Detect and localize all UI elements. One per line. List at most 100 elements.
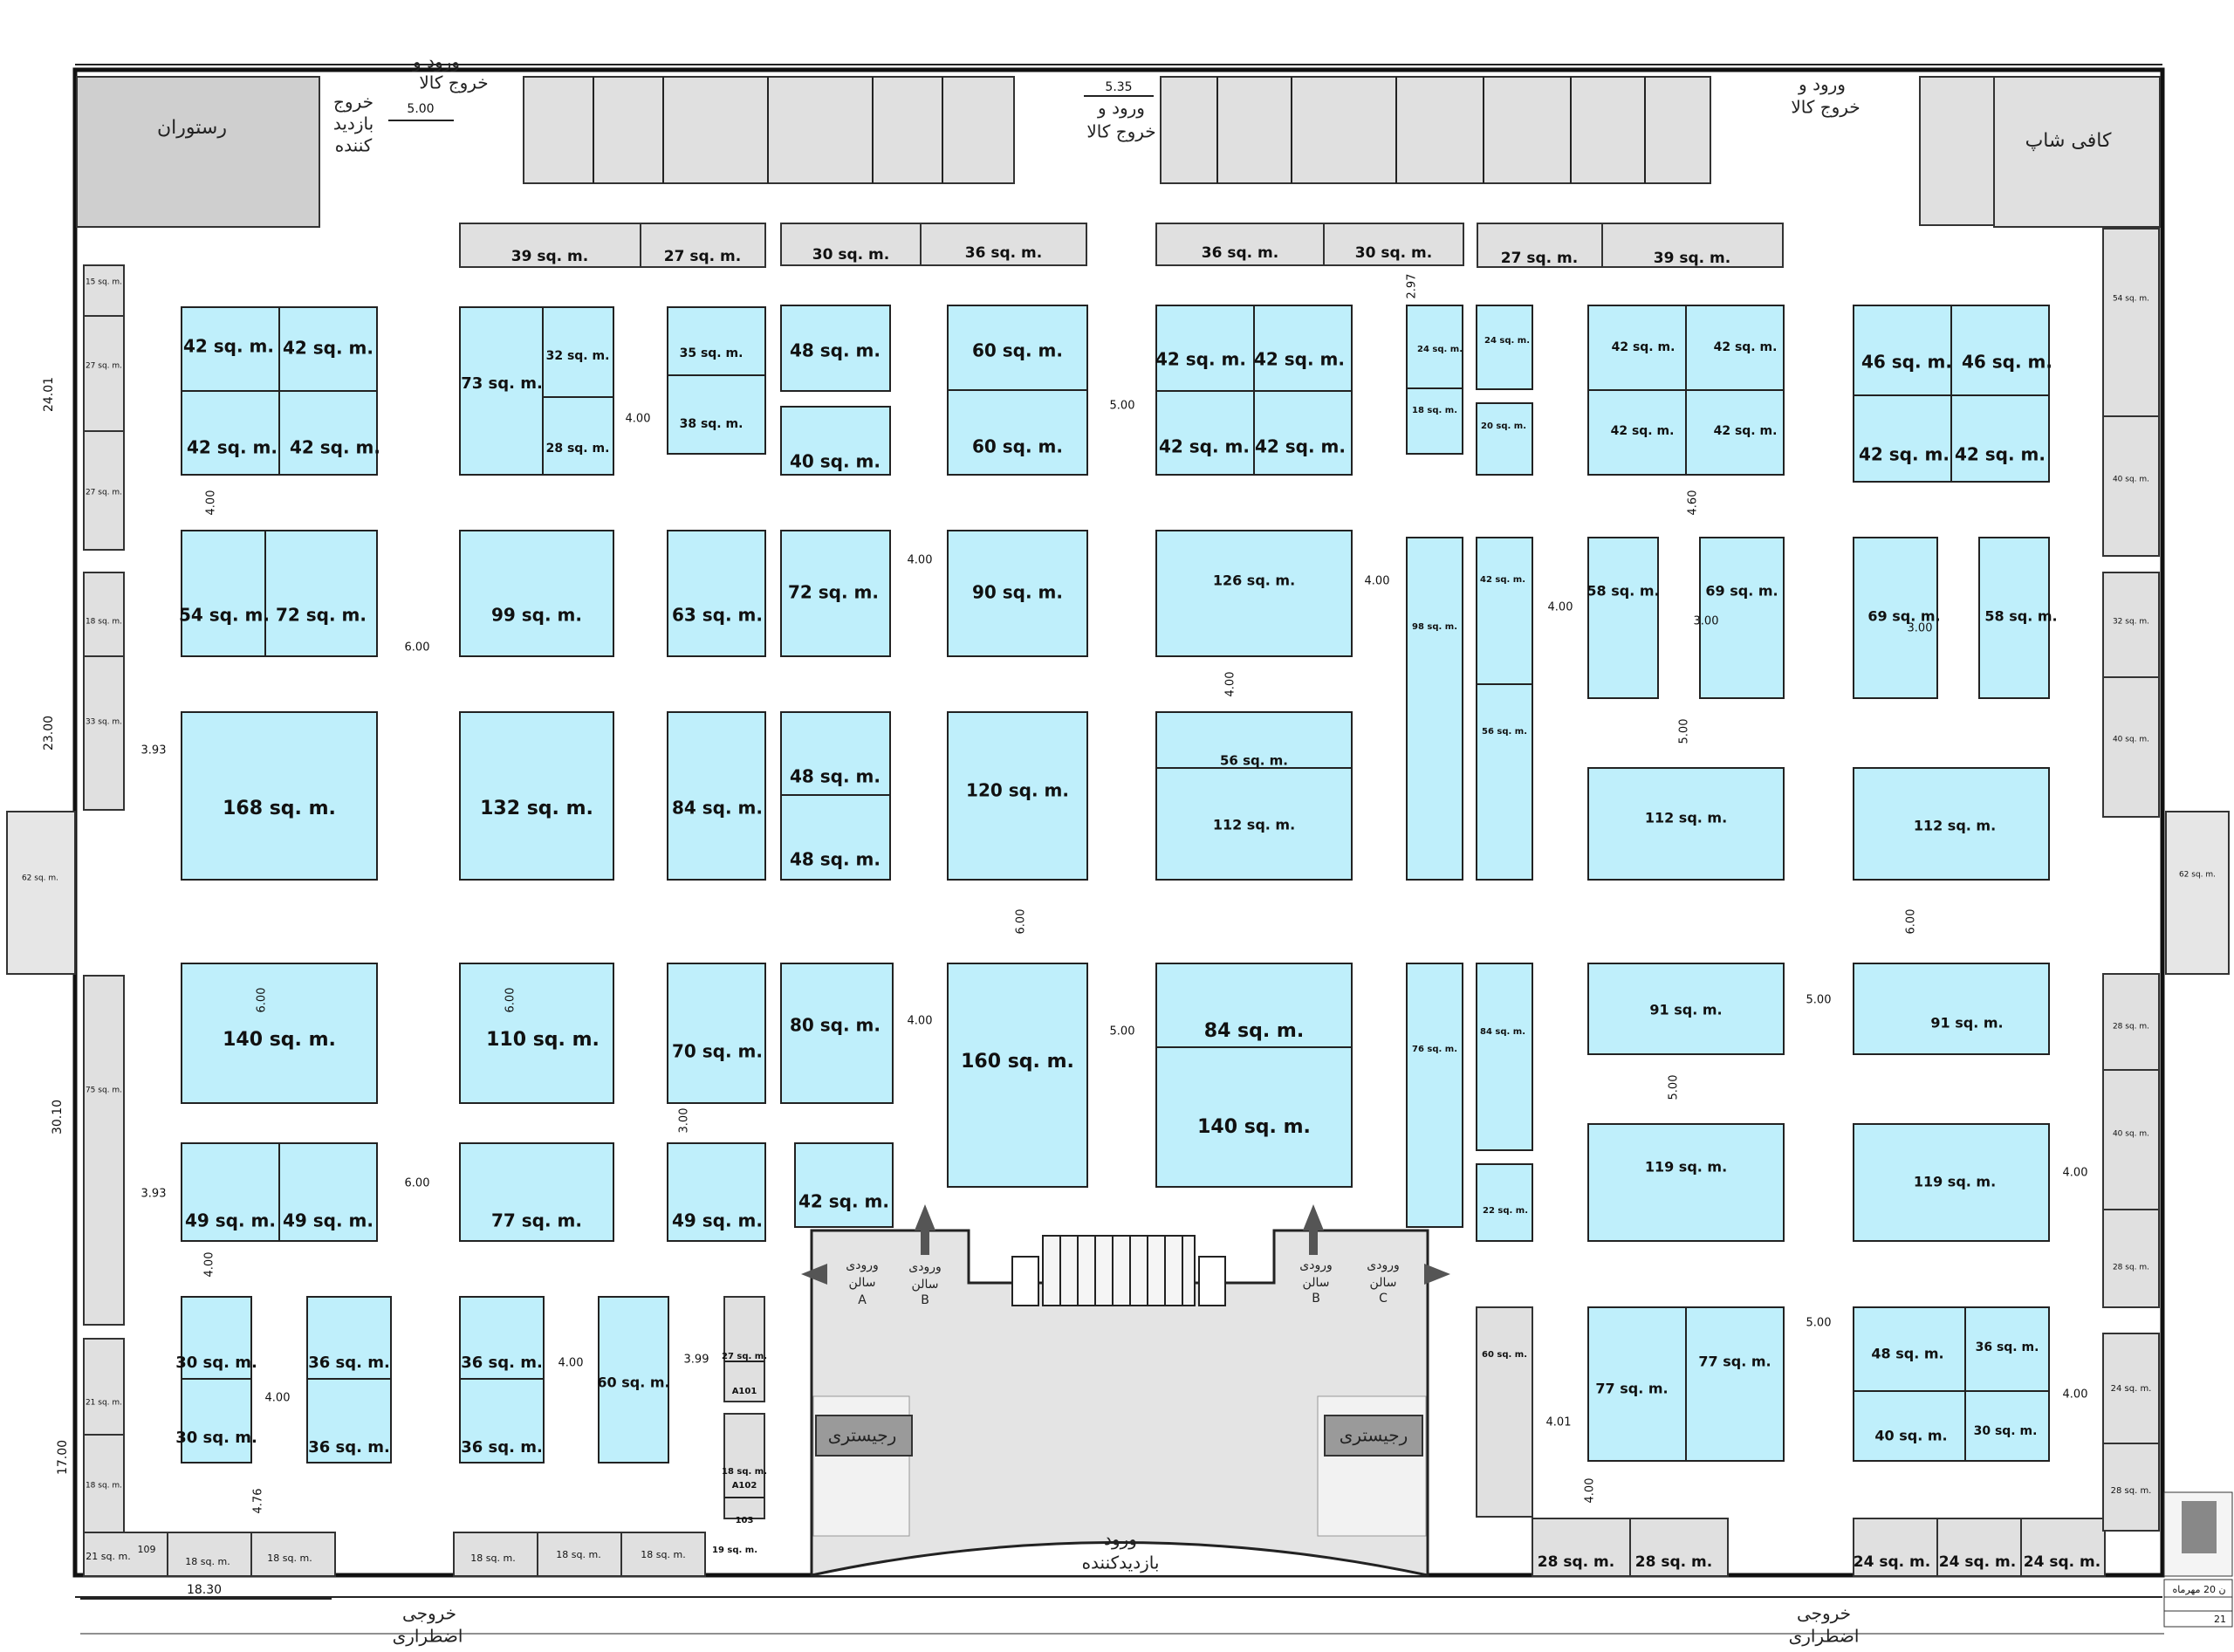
booth[interactable] [1853,1123,2050,1242]
right-booth[interactable] [2102,415,2160,557]
booth[interactable] [459,1142,614,1242]
bottom-booth[interactable] [1853,1518,1938,1577]
registration-desk-left[interactable] [815,1415,913,1457]
booth[interactable] [667,530,766,657]
booth[interactable] [1476,402,1533,476]
service-room[interactable] [723,1413,765,1519]
booth-block[interactable] [1406,305,1463,455]
hall-b-entrance-left[interactable]: ورودی سالن B [908,1260,941,1307]
bottom-booth[interactable] [250,1532,336,1577]
right-booth[interactable] [2102,1069,2160,1210]
bottom-booth[interactable] [2020,1518,2106,1577]
booth[interactable] [1699,537,1785,699]
top-booth[interactable] [780,223,922,266]
cargo-gate-right[interactable]: ورود و خروج کالا [1791,74,1860,118]
top-booth[interactable] [640,223,766,268]
top-booth[interactable] [1601,223,1784,268]
top-booth[interactable] [1323,223,1464,266]
right-booth[interactable] [2102,676,2160,818]
left-booth[interactable] [83,264,125,317]
booth[interactable] [780,305,891,392]
booth[interactable] [1406,537,1463,881]
booth[interactable] [667,1142,766,1242]
left-booth[interactable] [83,1338,125,1436]
right-booth[interactable] [2102,1209,2160,1308]
left-booth[interactable] [83,572,125,657]
booth-block[interactable] [1853,1306,2050,1462]
right-booth[interactable] [2102,973,2160,1071]
booth[interactable] [1476,1163,1533,1242]
left-booth[interactable] [83,1434,125,1533]
booth[interactable] [667,711,766,881]
booth[interactable] [794,1142,894,1228]
booth[interactable] [1978,537,2050,699]
booth[interactable] [1155,530,1353,657]
left-booth[interactable] [83,975,125,1326]
left-booth[interactable] [83,430,125,551]
right-booth[interactable] [2102,1443,2160,1532]
booth-block[interactable] [1155,963,1353,1188]
elevator-left[interactable] [1011,1256,1039,1306]
booth[interactable] [598,1296,669,1463]
booth[interactable] [780,963,894,1104]
booth[interactable] [1476,963,1533,1151]
booth[interactable] [1587,963,1785,1055]
top-booth[interactable] [1155,223,1325,266]
booth-block[interactable] [459,306,614,476]
booth[interactable] [181,711,378,881]
booth[interactable] [667,963,766,1104]
left-booth[interactable] [83,655,125,811]
elevator-right[interactable] [1198,1256,1226,1306]
bottom-booth[interactable] [537,1532,622,1577]
booth[interactable] [1476,305,1533,390]
emergency-exit-right[interactable]: خروجی اضطراری [1789,1603,1860,1647]
booth[interactable] [1587,767,1785,881]
right-booth[interactable] [2102,1333,2160,1444]
bottom-booth[interactable] [1936,1518,2022,1577]
booth[interactable] [1853,767,2050,881]
hall-c-entrance[interactable]: ورودی سالن C [1367,1258,1399,1306]
registration-desk-right[interactable] [1324,1415,1423,1457]
booth[interactable] [459,963,614,1104]
booth[interactable] [459,530,614,657]
top-booth[interactable] [920,223,1087,266]
cargo-gate-left[interactable]: ورود و خروج کالا [412,51,489,93]
top-booth[interactable] [459,223,641,268]
top-booth[interactable] [1477,223,1603,268]
hall-a-entrance[interactable]: ورودی سالن A [846,1258,878,1307]
bottom-booth[interactable] [453,1532,538,1577]
booth[interactable] [1853,963,2050,1055]
hall-b-entrance-right[interactable]: ورودی سالن B [1299,1258,1332,1306]
service-room[interactable] [723,1296,765,1402]
right-booth[interactable] [2102,228,2160,417]
booth[interactable] [780,406,891,476]
booth[interactable] [1587,1123,1785,1242]
booth[interactable] [1406,963,1463,1228]
booth[interactable] [947,963,1088,1188]
booth[interactable] [459,711,614,881]
visitor-exit-gate[interactable]: خروج بازدید کننده [333,92,373,156]
service-room[interactable] [1476,1306,1533,1518]
bottom-booth[interactable] [620,1532,706,1577]
lobby-stairs[interactable] [1042,1235,1196,1306]
cafe-area[interactable] [1993,76,2161,228]
booth[interactable] [947,711,1088,881]
booth[interactable] [181,963,378,1104]
emergency-exit-left[interactable]: خروجی اضطراری [393,1603,463,1647]
booth-block[interactable] [1155,711,1353,881]
booth[interactable] [947,530,1088,657]
restaurant-area[interactable] [76,76,320,228]
booth-block[interactable] [181,530,378,657]
booth[interactable] [1853,537,1938,699]
booth[interactable] [1587,537,1659,699]
booth[interactable] [780,530,891,657]
cargo-gate-center[interactable]: ورود و خروج کالا [1086,98,1155,142]
right-booth[interactable] [2102,572,2160,678]
bottom-booth[interactable] [167,1532,252,1577]
booth[interactable] [1476,683,1533,881]
left-booth[interactable] [83,315,125,432]
bottom-booth[interactable] [1532,1518,1631,1577]
bottom-booth[interactable] [1629,1518,1729,1577]
booth[interactable] [1476,537,1533,685]
booth-block[interactable] [667,306,766,455]
